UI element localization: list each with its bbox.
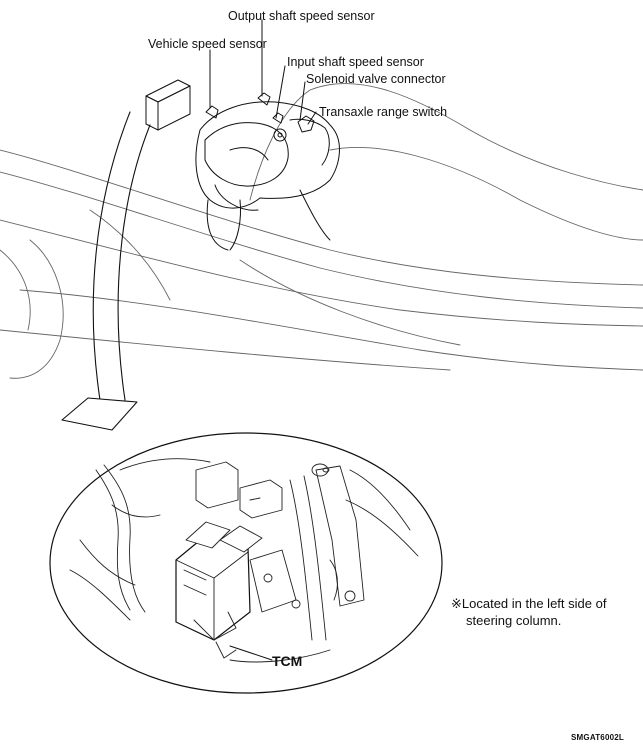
- label-output-shaft-speed-sensor: Output shaft speed sensor: [228, 9, 375, 23]
- vehicle-body-outline: [0, 83, 643, 379]
- label-tcm: TCM: [272, 653, 303, 669]
- leader-lines: [209, 19, 317, 125]
- location-note-line1: ※Located in the left side of: [451, 596, 607, 611]
- label-input-shaft-speed-sensor: Input shaft speed sensor: [287, 55, 424, 69]
- curved-arrow: [61, 111, 151, 431]
- location-note-line2: steering column.: [466, 613, 562, 628]
- zoom-detail: [69, 458, 419, 663]
- label-vehicle-speed-sensor: Vehicle speed sensor: [148, 37, 267, 51]
- tcm-location-box: [145, 79, 191, 131]
- figure-code: SMGAT6002L: [571, 733, 624, 742]
- label-transaxle-range-switch: Transaxle range switch: [319, 105, 448, 119]
- tcm-leader-line: [229, 645, 273, 661]
- transaxle-assembly: [195, 92, 340, 251]
- label-solenoid-valve-connector: Solenoid valve connector: [306, 72, 446, 86]
